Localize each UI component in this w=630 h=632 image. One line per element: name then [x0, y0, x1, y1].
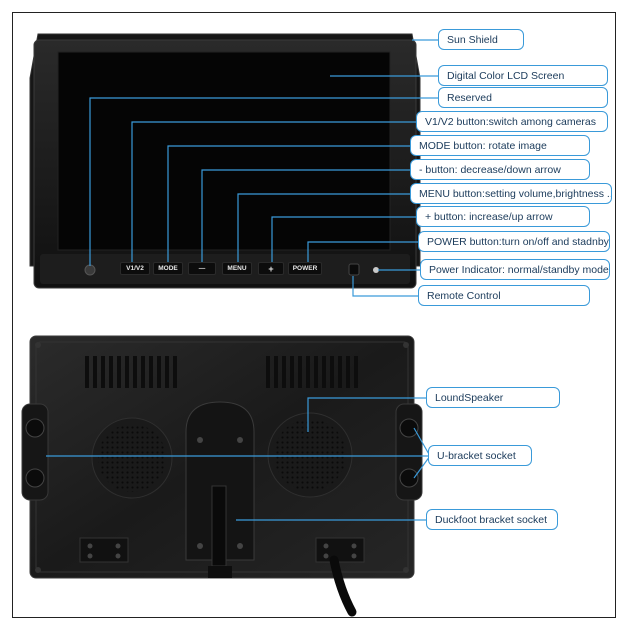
v1v2-button[interactable]: V1/V2: [120, 262, 150, 275]
label-plus-button: + button: increase/up arrow: [416, 206, 590, 227]
label-menu-button: MENU button:setting volume,brightness ..…: [410, 183, 612, 204]
power-led: [373, 267, 379, 273]
duckfoot-slot: [211, 485, 227, 567]
label-duckfoot: Duckfoot bracket socket: [426, 509, 558, 530]
label-mode-button: MODE button: rotate image: [410, 135, 590, 156]
plate-left: [79, 537, 129, 563]
callout-lines: [46, 39, 440, 521]
label-reserved: Reserved: [438, 87, 608, 108]
label-remote-control: Remote Control: [418, 285, 590, 306]
minus-button[interactable]: —: [188, 262, 216, 275]
mode-button[interactable]: MODE: [153, 262, 183, 275]
label-sun-shield: Sun Shield: [438, 29, 524, 50]
label-v1v2-button: V1/V2 button:switch among cameras: [416, 111, 608, 132]
u-bracket-right: [395, 403, 423, 501]
power-cable: [329, 555, 357, 617]
label-minus-button: - button: decrease/down arrow: [410, 159, 590, 180]
vent-right: [266, 356, 358, 388]
front-monitor: [29, 33, 421, 289]
label-power-indicator: Power Indicator: normal/standby mode: [420, 259, 610, 280]
u-bracket-left: [21, 403, 49, 501]
reserved-hole: [84, 264, 96, 276]
label-power-button: POWER button:turn on/off and stadnby: [418, 231, 610, 252]
back-monitor: [21, 335, 423, 617]
lcd-screen: [57, 51, 391, 251]
vent-left: [85, 356, 177, 388]
label-u-bracket: U-bracket socket: [428, 445, 532, 466]
label-lcd-screen: Digital Color LCD Screen: [438, 65, 608, 86]
label-loudspeaker: LoundSpeaker: [426, 387, 560, 408]
remote-receiver: [348, 263, 360, 276]
plus-button[interactable]: +: [258, 262, 284, 275]
menu-button[interactable]: MENU: [222, 262, 252, 275]
power-button[interactable]: POWER: [288, 262, 322, 275]
plate-right: [315, 537, 365, 563]
figure-frame: [12, 12, 616, 618]
